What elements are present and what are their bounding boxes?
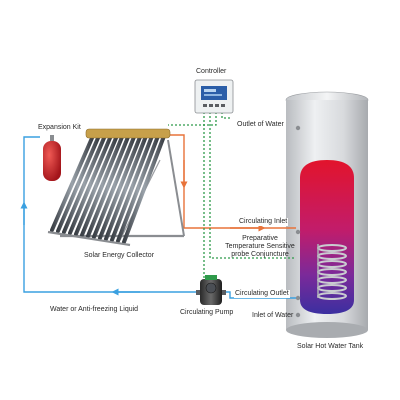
label-circulating-outlet: Circulating Outlet <box>234 290 290 298</box>
controller-unit <box>194 79 234 114</box>
solar-hot-water-tank <box>285 91 369 338</box>
label-probe-line-3: probe Conjuncture <box>231 251 289 258</box>
inlet-port <box>295 312 301 318</box>
solar-energy-collector <box>47 128 185 247</box>
circulating-inlet-port <box>295 229 301 235</box>
label-circulating-inlet: Circulating Inlet <box>238 218 289 226</box>
heat-exchanger-coil <box>317 244 347 300</box>
label-circulating-pump: Circulating Pump <box>180 309 234 316</box>
controller-wiring <box>168 112 296 292</box>
label-solar-energy-collector: Solar Energy Collector <box>84 252 155 259</box>
controller-display <box>201 86 227 100</box>
label-water-or-antifreeze: Water or Anti-freezing Liquid <box>50 306 139 313</box>
label-solar-hot-water-tank: Solar Hot Water Tank <box>297 343 364 350</box>
circulating-pump <box>196 275 226 305</box>
vacuum-tubes <box>50 134 166 244</box>
circulating-outlet-port <box>295 295 301 301</box>
expansion-kit <box>43 135 61 181</box>
label-probe-line-2: Temperature Sensitive <box>225 243 295 250</box>
label-probe-line-1: Preparative <box>242 235 278 242</box>
label-expansion-kit: Expansion Kit <box>38 124 81 131</box>
label-outlet-of-water: Outlet of Water <box>236 121 285 129</box>
label-controller: Controller <box>196 68 227 75</box>
collector-header <box>85 128 171 139</box>
hot-pipe-loop <box>168 134 296 232</box>
label-inlet-of-water: Inlet of Water <box>252 312 294 319</box>
outlet-port <box>295 125 301 131</box>
